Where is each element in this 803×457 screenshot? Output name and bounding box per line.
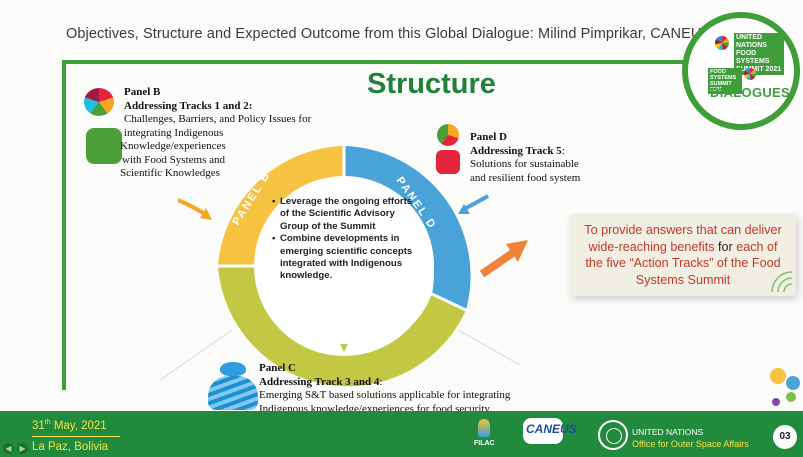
outcome-arrow-icon [479,248,517,278]
footer-location: La Paz, Bolivia [32,441,109,453]
panel-d-block: Panel D Addressing Track 5: Solutions fo… [470,131,580,185]
sdg-wheel-small-icon [744,68,756,80]
panel-c-name: Panel C [259,362,296,374]
panel-b-desc-5: Scientific Knowledges [120,167,220,179]
frame-left-rule [62,60,66,390]
panel-b-food-icon [84,88,114,116]
un-name: UNITED NATIONS [632,427,704,437]
structure-title: Structure [367,68,496,100]
info-box-corner-icon [771,271,792,292]
panel-d-name: Panel D [470,131,507,143]
panel-c-waves-icon [208,376,258,410]
panel-c-segment [218,266,466,387]
footer-date: 31th May, 2021 [32,419,107,432]
footer-bar [0,411,803,457]
outcome-arrow-head-icon [506,240,528,262]
filac-logo-icon [478,419,490,437]
un-emblem-icon [598,420,628,450]
center-bullet-2: Combine developments in emerging scienti… [280,233,413,282]
panel-b-plants-icon [86,128,122,164]
panel-b-name: Panel B [124,86,161,98]
info-box-text-4: Systems Summit [635,272,731,287]
info-box-text-1: To provide answers that can deliver wide… [584,223,782,254]
panel-c-block: Panel C Addressing Track 3 and 4: Emergi… [259,362,510,416]
frame-top-rule [62,60,702,64]
panel-c-tracks: Addressing Track 3 and 4 [259,375,380,388]
panel-d-desc-2: and resilient food system [470,171,581,184]
panel-d-food-icon [437,124,459,146]
filac-label: FILAC [474,440,495,447]
panel-b-desc-2: integrating Indigenous [124,126,224,139]
panel-b-desc-4: with Food Systems and [122,153,225,166]
panel-d-desc-1: Solutions for sustainable [470,158,579,170]
panel-c-fish-icon [220,362,246,376]
slide-header-title: Objectives, Structure and Expected Outco… [66,26,712,42]
next-slide-button[interactable]: ▶ [17,443,28,454]
footer-date-underline [32,436,120,437]
panel-c-desc-1: Emerging S&T based solutions applicable … [259,389,511,401]
wheel-shadow-line-left [159,329,233,381]
panel-d-vehicle-icon [436,150,460,174]
dot-blue [786,376,800,390]
dot-purple [772,398,780,406]
wheel-shadow-line-right [457,329,521,366]
caneus-label: CANEUS [526,422,577,436]
panel-c-arrow-icon [340,344,348,352]
panel-b-desc-3: Knowledge/experiences [120,140,226,152]
logo-small-text: FOOD SYSTEMS SUMMIT 2021 [708,68,742,94]
panel-b-tracks: Addressing Tracks 1 and 2: [124,99,253,112]
outcome-info-box: To provide answers that can deliver wide… [570,214,796,296]
panel-d-arrow-head-icon [458,204,470,214]
info-box-text-3: each of the five “Action Tracks” of the … [585,239,781,271]
page-number: 03 [773,425,797,449]
wheel-gap-right [431,292,471,314]
panel-b-block: Panel B Addressing Tracks 1 and 2: Chall… [120,86,312,181]
dot-yellow [770,368,786,384]
logo-dialogues-text: DIALOGUES [710,85,790,100]
info-box-text-2: for [718,239,733,254]
panel-b-desc-1: Challenges, Barriers, and Policy Issues … [124,113,312,125]
center-bullet-1: Leverage the ongoing efforts of the Scie… [280,196,413,232]
food-systems-dialogues-logo: UNITED NATIONS FOOD SYSTEMS SUMMIT 2021 … [682,12,800,130]
wheel-center-disc [254,176,434,356]
panel-d-tracks: Addressing Track 5 [470,144,562,157]
un-office-name: Office for Outer Space Affairs [632,439,749,449]
panel-d-tracks-colon: : [561,144,565,157]
panel-b-arrow-head-icon [200,208,212,220]
dot-green [786,392,796,402]
sdg-wheel-icon [715,36,729,50]
caneus-logo [523,418,563,444]
wheel-center-text: •Leverage the ongoing efforts of the Sci… [272,196,416,283]
prev-slide-button[interactable]: ◀ [3,443,14,454]
panel-c-tracks-colon: : [379,375,383,388]
logo-un-text: UNITED NATIONS FOOD SYSTEMS SUMMIT 2021 [734,33,784,75]
